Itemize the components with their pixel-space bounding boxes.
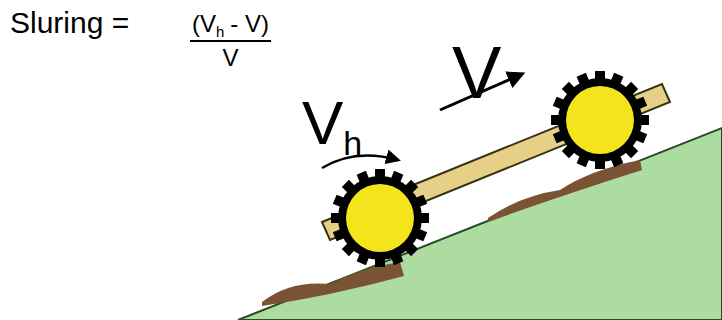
formula-subscript: h bbox=[216, 24, 224, 39]
dirt-track bbox=[488, 160, 642, 222]
formula-label: Sluring = bbox=[10, 8, 129, 38]
fraction-bar bbox=[190, 40, 271, 42]
velocity-label: V bbox=[452, 36, 501, 110]
dirt-track bbox=[262, 262, 404, 306]
wheel-speed-subscript: h bbox=[343, 126, 362, 160]
wheel-speed-label: V bbox=[302, 92, 343, 154]
formula-term: (V bbox=[192, 12, 216, 36]
wheel-rim bbox=[558, 78, 642, 162]
wheel-rim bbox=[338, 176, 422, 260]
gear-wheel bbox=[551, 71, 649, 169]
gear-wheel bbox=[331, 169, 429, 267]
wheel-hub bbox=[566, 86, 634, 154]
wheel-hub bbox=[346, 184, 414, 252]
formula-term: V bbox=[223, 46, 239, 70]
formula-term: - V) bbox=[230, 12, 269, 36]
